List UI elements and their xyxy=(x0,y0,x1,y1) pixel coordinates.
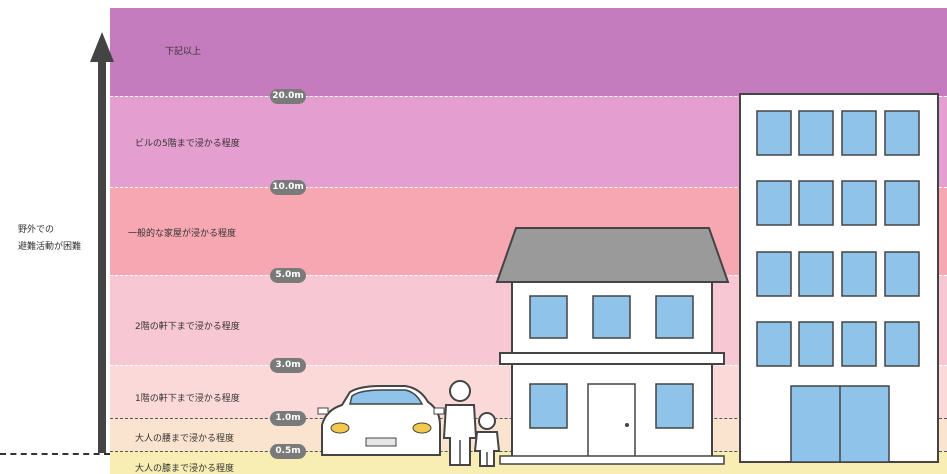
label-1-3m: 1階の軒下まで浸かる程度 xyxy=(135,394,240,404)
mark-3m: 3.0m xyxy=(270,358,306,373)
band-above-20m xyxy=(110,8,947,96)
side-note: 野外での 避難活動が困難 xyxy=(18,222,81,256)
label-below-05m: 大人の膝まで浸かる程度 xyxy=(135,464,235,474)
adult-figure xyxy=(442,380,478,466)
side-note-line-2: 避難活動が困難 xyxy=(18,242,82,252)
side-note-line-1: 野外での xyxy=(18,225,55,235)
label-10-20m: ビルの5階まで浸かる程度 xyxy=(135,139,240,149)
up-arrow-icon xyxy=(90,32,114,453)
mark-10m: 10.0m xyxy=(270,180,306,195)
mark-5m: 5.0m xyxy=(270,268,306,283)
line-20m xyxy=(110,96,947,97)
label-above-20m: 下記以上 xyxy=(165,47,202,57)
label-3-5m: 2階の軒下まで浸かる程度 xyxy=(135,322,240,332)
label-5-10m: 一般的な家屋が浸かる程度 xyxy=(128,229,237,239)
car xyxy=(317,385,445,456)
ground-line xyxy=(0,453,110,455)
tall-building xyxy=(739,93,939,463)
label-05-1m: 大人の腰まで浸かる程度 xyxy=(135,434,235,444)
house xyxy=(495,227,730,465)
mark-1m: 1.0m xyxy=(270,411,306,426)
mark-20m: 20.0m xyxy=(270,89,306,104)
line-10m xyxy=(110,187,947,188)
mark-05m: 0.5m xyxy=(270,444,306,459)
child-figure xyxy=(473,412,501,467)
